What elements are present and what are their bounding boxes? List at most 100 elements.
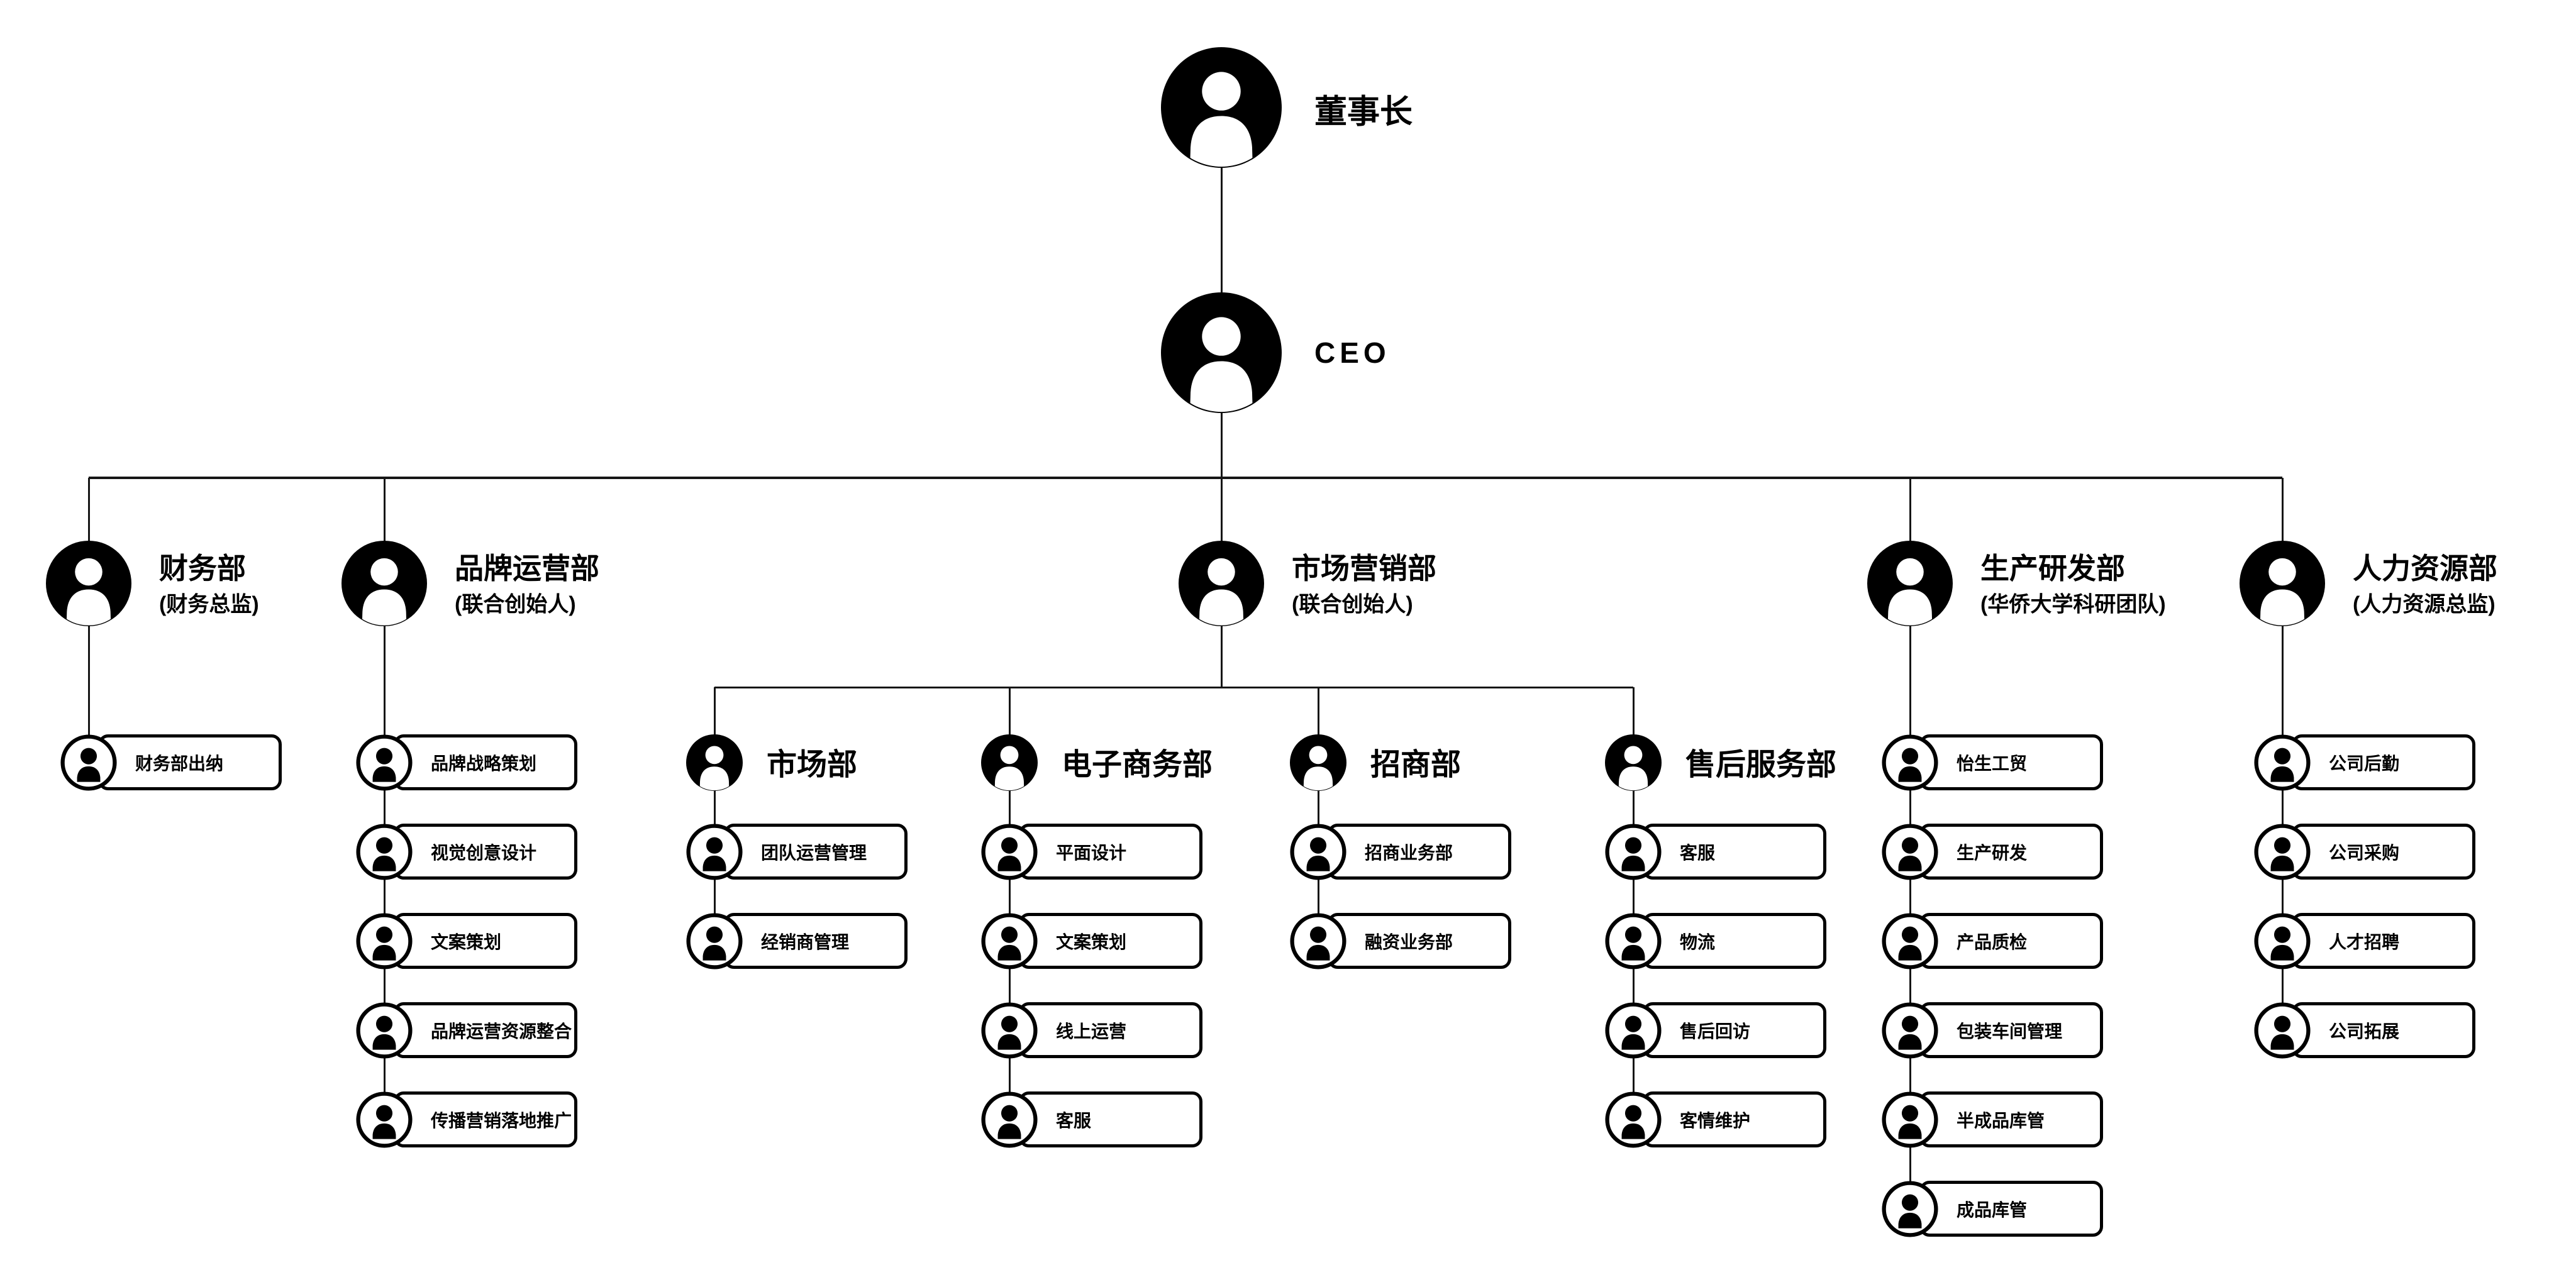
member-person-icon xyxy=(1290,912,1346,969)
member-person-icon xyxy=(1882,912,1938,969)
member-label: 线上运营 xyxy=(1056,1021,1127,1041)
dept-avatar-icon-production xyxy=(1867,541,1953,626)
rail2-to-market-line xyxy=(713,687,716,763)
member-person-icon xyxy=(2254,912,2311,969)
member-person-icon xyxy=(686,912,743,969)
member-person-icon xyxy=(356,734,413,791)
member-box-market-0 xyxy=(724,824,908,880)
member-box-hr-2 xyxy=(2292,913,2475,969)
member-label: 包装车间管理 xyxy=(1957,1021,2063,1041)
member-label: 怡生工贸 xyxy=(1957,753,2028,773)
member-label: 客情维护 xyxy=(1680,1110,1751,1130)
chairman-avatar-icon xyxy=(1161,47,1282,168)
member-label: 客服 xyxy=(1056,1110,1092,1130)
member-person-icon xyxy=(2254,734,2311,791)
rail2-to-aftersales-line xyxy=(1632,687,1635,763)
member-label: 传播营销落地推广 xyxy=(431,1110,572,1130)
dept-label-finance: 财务部 xyxy=(159,552,246,585)
member-label: 成品库管 xyxy=(1957,1200,2028,1220)
section-label-investment: 招商部 xyxy=(1370,748,1462,782)
member-label: 品牌战略策划 xyxy=(431,753,537,773)
member-person-icon xyxy=(981,912,1038,969)
member-box-ecommerce-0 xyxy=(1019,824,1202,880)
member-box-production-1 xyxy=(1919,824,2103,880)
rail2-to-investment-line xyxy=(1317,687,1319,763)
member-person-icon xyxy=(356,1002,413,1059)
member-box-production-3 xyxy=(1919,1002,2103,1058)
member-box-aftersales-3 xyxy=(1643,1091,1826,1147)
section-label-aftersales: 售后服务部 xyxy=(1685,748,1837,782)
member-label: 公司采购 xyxy=(2329,842,2400,863)
member-label: 人才招聘 xyxy=(2329,932,2400,952)
member-label: 文案策划 xyxy=(431,932,502,952)
section-avatar-icon-aftersales xyxy=(1605,734,1662,791)
member-label: 公司后勤 xyxy=(2329,753,2400,773)
chairman-ceo-line xyxy=(1220,168,1223,292)
member-person-icon xyxy=(1290,823,1346,880)
member-person-icon xyxy=(1882,823,1938,880)
rail-to-brand-line xyxy=(383,478,386,542)
stem-finance-line xyxy=(87,625,90,763)
member-box-ecommerce-2 xyxy=(1019,1002,1202,1058)
member-box-finance-0 xyxy=(98,734,282,790)
rail-to-marketing-line xyxy=(1220,478,1223,542)
member-label: 招商业务部 xyxy=(1365,842,1453,863)
dept-label-hr: 人力资源部 xyxy=(2353,552,2497,585)
section-label-ecommerce: 电子商务部 xyxy=(1062,748,1213,782)
dept-sublabel-marketing: (联合创始人) xyxy=(1292,592,1413,617)
member-box-hr-0 xyxy=(2292,734,2475,790)
sections-rail-line xyxy=(714,686,1633,688)
dept-sublabel-hr: (人力资源总监) xyxy=(2353,592,2496,617)
rail-to-hr-line xyxy=(2281,478,2284,542)
member-person-icon xyxy=(1605,1002,1662,1059)
member-box-investment-1 xyxy=(1328,913,1511,969)
member-person-icon xyxy=(356,823,413,880)
member-person-icon xyxy=(1605,1091,1662,1148)
dept-avatar-icon-finance xyxy=(46,541,131,626)
member-box-market-1 xyxy=(724,913,908,969)
member-person-icon xyxy=(1882,1091,1938,1148)
member-label: 团队运营管理 xyxy=(761,842,867,863)
section-avatar-icon-market xyxy=(686,734,743,791)
member-person-icon xyxy=(686,823,743,880)
member-person-icon xyxy=(2254,1002,2311,1059)
member-person-icon xyxy=(1882,734,1938,791)
member-label: 文案策划 xyxy=(1056,932,1127,952)
member-person-icon xyxy=(60,734,117,791)
member-box-aftersales-2 xyxy=(1643,1002,1826,1058)
rail2-to-ecommerce-line xyxy=(1008,687,1011,763)
ceo-rail-line xyxy=(1220,413,1223,478)
member-label: 视觉创意设计 xyxy=(431,842,537,863)
dept-avatar-icon-brand xyxy=(341,541,427,626)
member-label: 半成品库管 xyxy=(1957,1110,2045,1130)
member-label: 经销商管理 xyxy=(761,932,850,952)
ceo-avatar-icon xyxy=(1161,292,1282,413)
ceo-label: CEO xyxy=(1314,336,1391,369)
stem-marketing-line xyxy=(1220,625,1223,687)
dept-sublabel-brand: (联合创始人) xyxy=(455,592,576,617)
dept-sublabel-finance: (财务总监) xyxy=(159,592,259,617)
member-label: 融资业务部 xyxy=(1365,932,1453,952)
member-label: 品牌运营资源整合 xyxy=(431,1021,572,1041)
member-label: 平面设计 xyxy=(1056,842,1127,863)
section-avatar-icon-ecommerce xyxy=(981,734,1038,791)
member-label: 财务部出纳 xyxy=(135,753,224,773)
member-box-ecommerce-3 xyxy=(1019,1091,1202,1147)
member-label: 客服 xyxy=(1680,842,1716,863)
member-person-icon xyxy=(356,1091,413,1148)
dept-label-brand: 品牌运营部 xyxy=(455,552,599,585)
rail-to-finance-line xyxy=(87,478,90,542)
member-box-aftersales-0 xyxy=(1643,824,1826,880)
member-label: 公司拓展 xyxy=(2329,1021,2400,1041)
member-box-investment-0 xyxy=(1328,824,1511,880)
member-person-icon xyxy=(1882,1002,1938,1059)
member-person-icon xyxy=(1605,823,1662,880)
section-avatar-icon-investment xyxy=(1290,734,1346,791)
dept-avatar-icon-hr xyxy=(2240,541,2325,626)
departments-rail-line xyxy=(89,477,2282,479)
chairman-label: 董事长 xyxy=(1314,94,1413,131)
dept-label-production: 生产研发部 xyxy=(1980,552,2125,585)
rail-to-production-line xyxy=(1909,478,1911,542)
member-label: 物流 xyxy=(1680,932,1716,952)
